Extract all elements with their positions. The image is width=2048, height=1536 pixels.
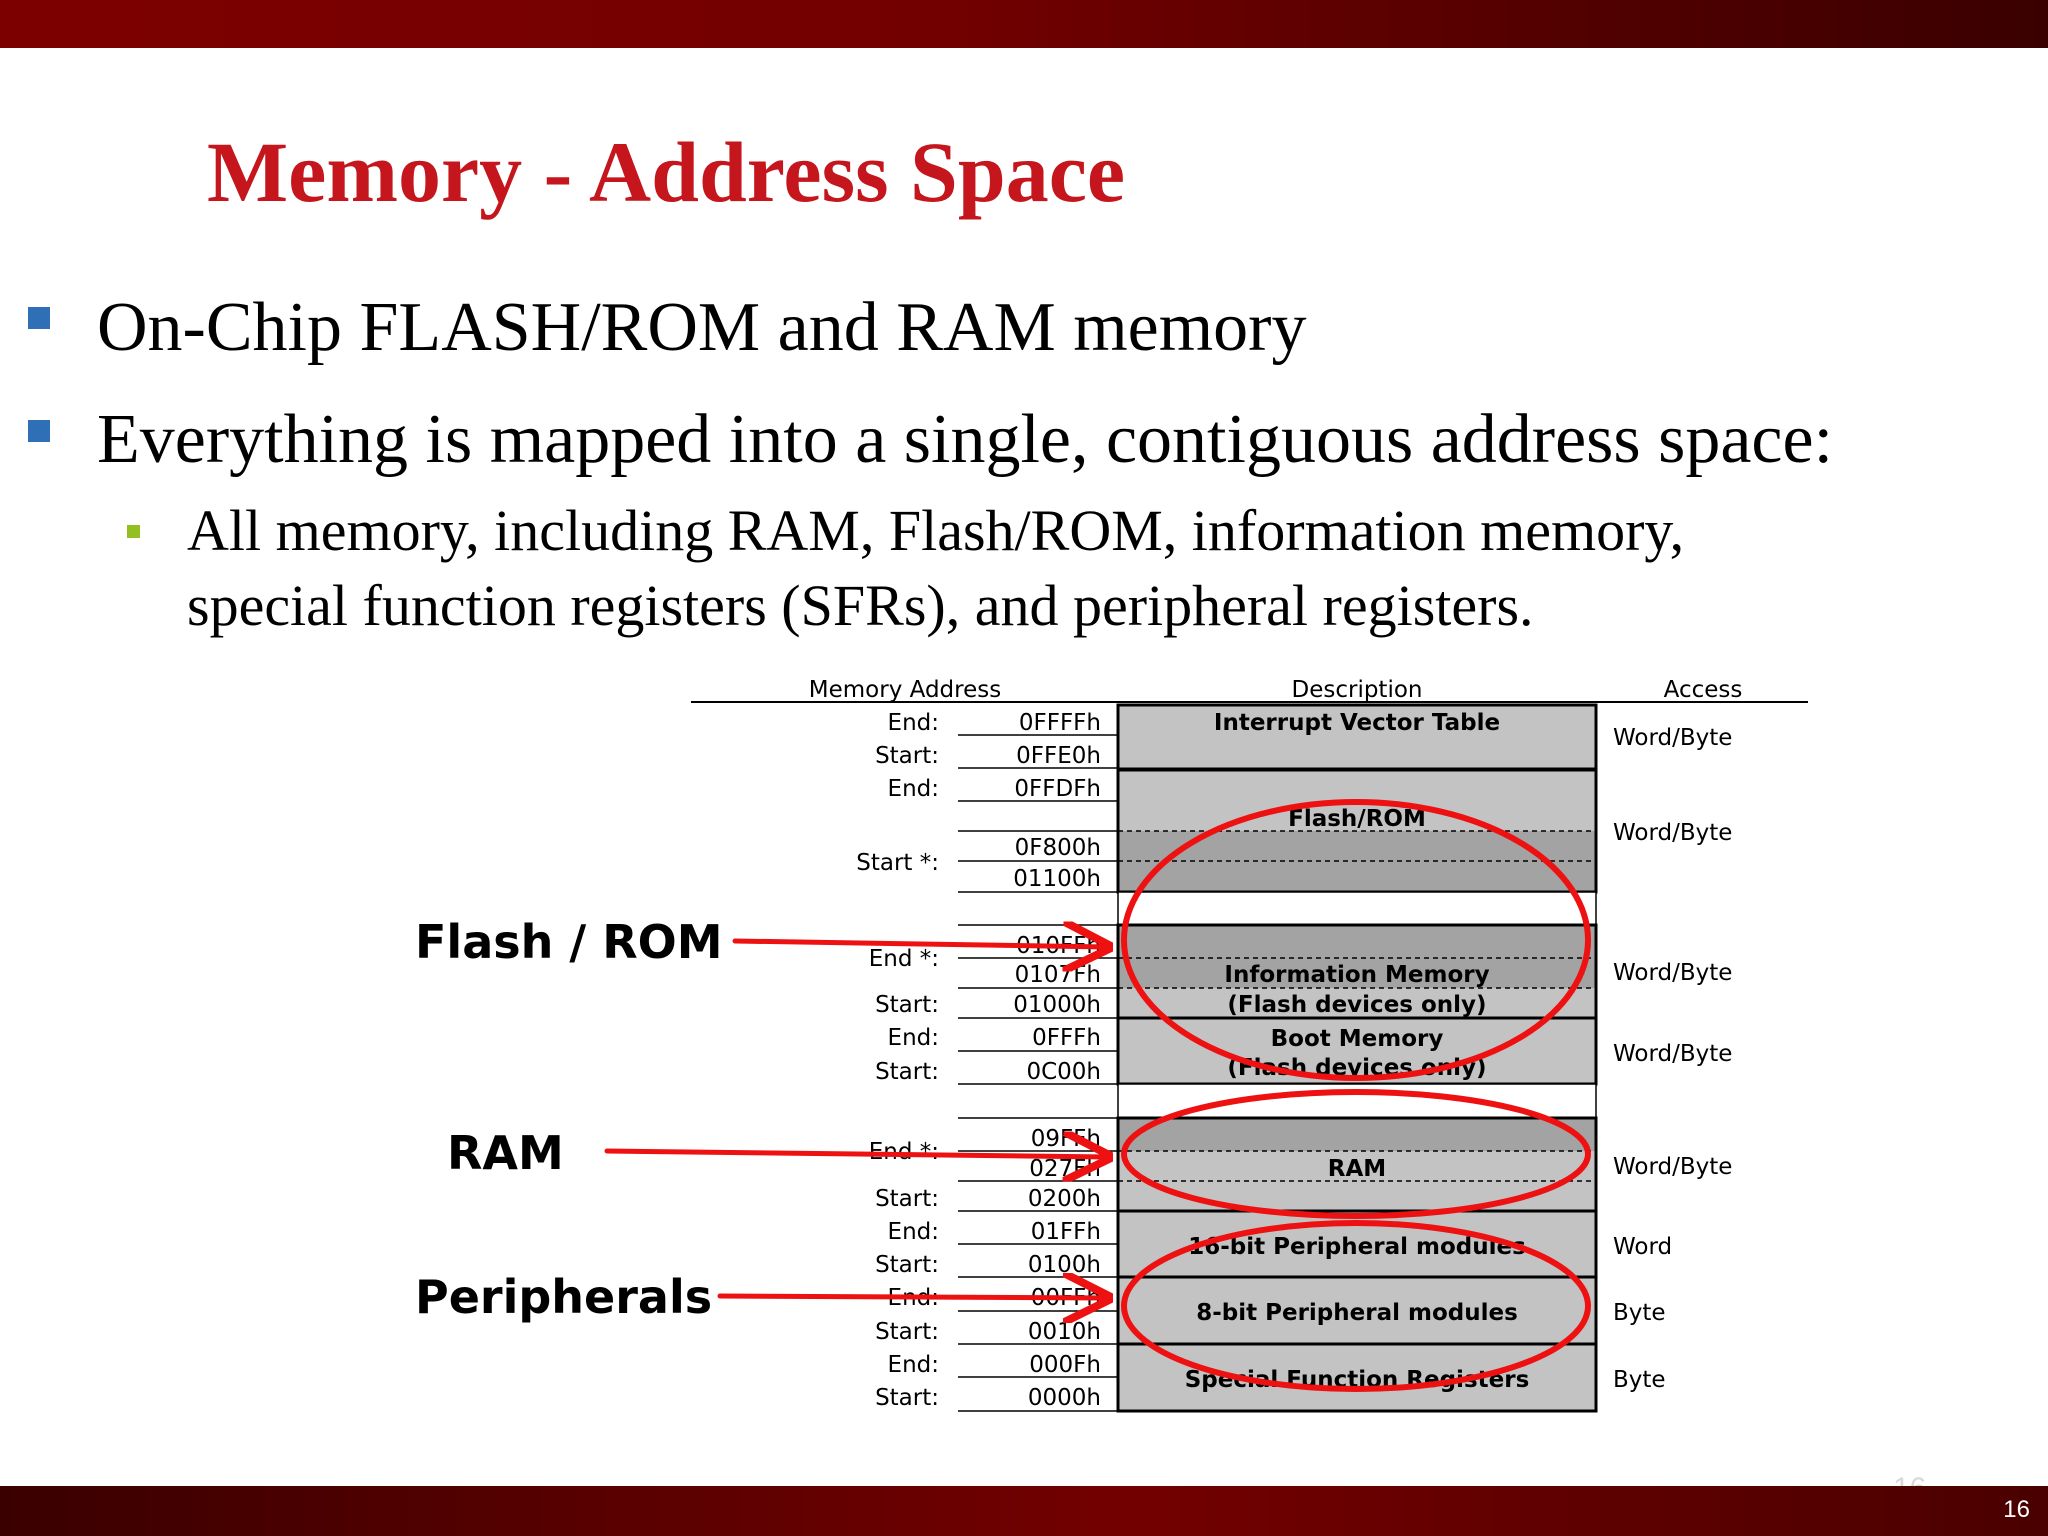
ram-highlight-ellipse [1121,1089,1591,1219]
segment-information-memory [1116,923,1598,1020]
address-label: Start: [875,1252,939,1278]
address-value: 0000h [1028,1385,1101,1411]
segment-interrupt-vector-table [1116,703,1598,771]
segment-gap [1117,891,1597,926]
address-label: Start: [875,992,939,1018]
access-value: Word/Byte [1613,1154,1732,1180]
address-label: End: [888,1025,939,1051]
bottom-banner [0,1486,2048,1536]
segment-description: RAM [1328,1156,1386,1182]
access-value: Byte [1613,1367,1666,1393]
address-label: Start: [875,1319,939,1345]
peripherals-highlight-ellipse [1121,1220,1591,1392]
header-memory-address: Memory Address [809,677,1001,703]
ram-arrow [604,1151,1108,1157]
segment-8bit-peripherals [1116,1275,1598,1346]
address-label: End: [888,1219,939,1245]
segment-boot-memory [1116,1016,1598,1086]
access-value: Word [1613,1234,1672,1260]
address-value: 027Fh [1029,1156,1101,1182]
flash-rom-highlight-ellipse [1121,799,1591,1081]
header-description: Description [1292,677,1423,703]
address-label: Start: [875,1186,939,1212]
address-value: 0107Fh [1015,962,1101,988]
access-value: Word/Byte [1613,1041,1732,1067]
annotation-label: Peripherals [415,1270,712,1324]
address-value: 0FFDFh [1014,776,1101,802]
address-value: 0FFFh [1032,1025,1101,1051]
bullet-marker [28,420,50,442]
address-value: 0FFE0h [1016,743,1101,769]
bullet-1: On-Chip FLASH/ROM and RAM memory [97,289,1307,366]
segment-description: 8-bit Peripheral modules [1196,1300,1518,1326]
header-access: Access [1664,677,1743,703]
address-label: Start: [875,1385,939,1411]
segment-description: (Flash devices only) [1227,992,1486,1018]
page-number: 16 [2003,1496,2030,1523]
bullet-2: Everything is mapped into a single, cont… [97,401,1834,478]
segment-description: Interrupt Vector Table [1214,710,1500,736]
sub-bullet-marker [127,525,140,538]
address-value: 0F800h [1015,835,1101,861]
segment-description: Flash/ROM [1288,806,1426,832]
access-value: Byte [1613,1300,1666,1326]
annotation-label: Flash / ROM [415,915,723,969]
segment-description: Information Memory [1224,962,1489,988]
address-label: Start: [875,1059,939,1085]
access-value: Word/Byte [1613,960,1732,986]
address-label: End: [888,776,939,802]
sub-bullet-line-2: special function registers (SFRs), and p… [187,573,1534,638]
slide-title: Memory - Address Space [207,124,1126,220]
address-value: 01FFh [1031,1219,1101,1245]
annotation-label: RAM [447,1126,564,1180]
address-value: 01000h [1013,992,1101,1018]
address-value: 01100h [1013,866,1101,892]
segment-sfr [1116,1342,1598,1413]
address-value: 0C00h [1026,1059,1101,1085]
address-value: 0100h [1028,1252,1101,1278]
peripherals-arrow [717,1296,1108,1298]
top-banner [0,0,2048,48]
sub-bullet-line-1: All memory, including RAM, Flash/ROM, in… [187,498,1685,563]
address-value: 0010h [1028,1319,1101,1345]
address-value: 09FFh [1031,1126,1101,1152]
bullet-marker [28,307,50,329]
access-value: Word/Byte [1613,820,1732,846]
address-label: Start: [875,743,939,769]
address-label: Start *: [856,850,939,876]
address-label: End: [888,1352,939,1378]
address-value: 0200h [1028,1186,1101,1212]
address-value: 000Fh [1029,1352,1101,1378]
address-label: End *: [869,946,939,972]
address-label: End: [888,710,939,736]
flash-rom-arrow [732,941,1108,947]
address-value: 0FFFFh [1019,710,1101,736]
access-value: Word/Byte [1613,725,1732,751]
segment-description: Boot Memory [1271,1026,1444,1052]
address-underlines [958,734,1117,1412]
segment-description: 16-bit Peripheral modules [1188,1234,1526,1260]
